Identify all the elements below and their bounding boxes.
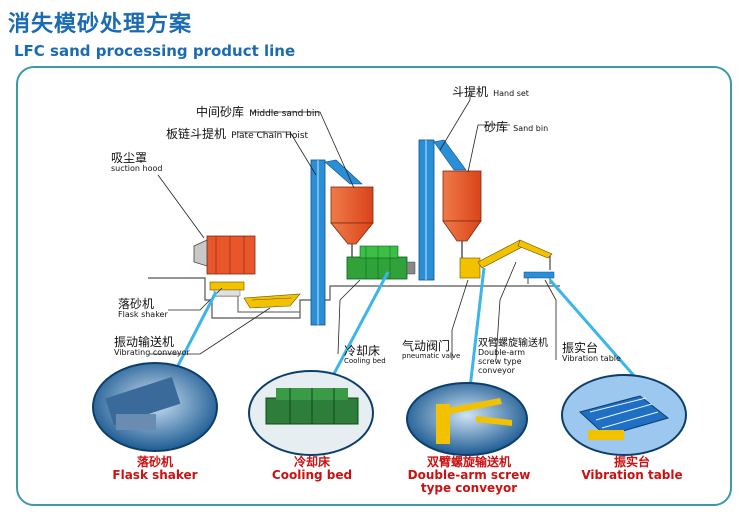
label-sand-bin: 砂库 Sand bin — [484, 120, 549, 134]
photo-cooling-bed — [248, 370, 374, 456]
middle-sand-bin — [330, 186, 374, 258]
cooling-bed-unit — [346, 245, 416, 280]
label-middle-sand-bin: 中间砂库 Middle sand bin — [196, 105, 321, 119]
label-vibration-table: 振实台 Vibration table — [562, 341, 621, 364]
sand-bin — [442, 170, 482, 258]
label-flask-shaker: 落砂机 Flask shaker — [118, 297, 168, 320]
label-plate-chain-hoist: 板链斗提机 Plate Chain Hoist — [166, 127, 309, 141]
photo-double-arm-conveyor — [406, 382, 528, 456]
label-double-arm-conveyor: 双臂螺旋输送机 Double-arm screw type conveyor — [478, 338, 548, 375]
photo-flask-shaker — [92, 362, 218, 452]
page-title-en: LFC sand processing product line — [14, 42, 296, 60]
photo-vibration-table — [561, 374, 687, 456]
label-vibrating-conveyor: 振动输送机 Vibrating conveyor — [114, 335, 190, 358]
suction-hood — [193, 235, 256, 275]
caption-flask-shaker: 落砂机 Flask shaker — [112, 455, 198, 483]
label-suction-hood: 吸尘罩 suction hood — [111, 151, 163, 174]
diagram-frame — [16, 66, 732, 506]
vibration-table-unit — [523, 271, 555, 284]
plate-chain-hoist — [310, 159, 363, 326]
caption-vibration-table: 振实台 Vibration table — [581, 455, 683, 483]
label-pneumatic-valve: 气动阀门 pneumatic valve — [402, 339, 461, 361]
label-hand-set: 斗提机 Hand set — [452, 85, 529, 99]
caption-double-arm-conveyor: 双臂螺旋输送机 Double-arm screw type conveyor — [407, 455, 531, 496]
vibrating-conveyor-unit — [243, 293, 301, 309]
caption-cooling-bed: 冷却床 Cooling bed — [271, 455, 353, 483]
page-title-cn: 消失模砂处理方案 — [8, 12, 193, 37]
leader-lines — [150, 91, 557, 361]
ground-line — [148, 277, 560, 319]
double-arm-conveyor-unit — [459, 239, 553, 279]
bucket-elevator — [418, 139, 467, 281]
label-cooling-bed: 冷却床 Cooling bed — [344, 344, 386, 366]
